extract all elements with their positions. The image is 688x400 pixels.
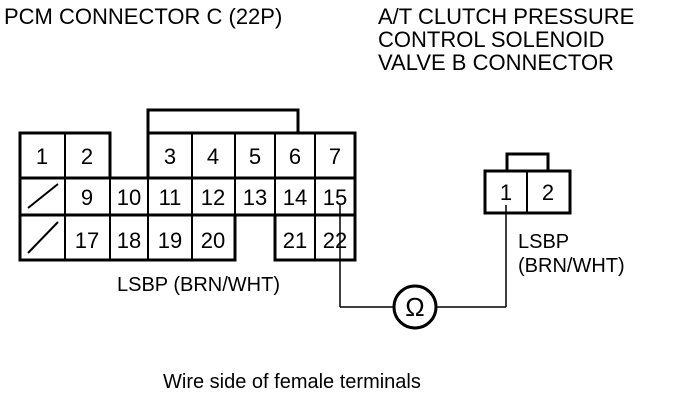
diagram-caption: Wire side of female terminals: [163, 371, 421, 393]
pcm-pin: 15: [323, 185, 347, 210]
pcm-pin: 19: [158, 228, 182, 253]
pcm-pin: 5: [249, 144, 261, 169]
pcm-pin: 3: [164, 144, 176, 169]
probe-wire: [339, 205, 507, 308]
solenoid-wire-label-line-2: (BRN/WHT): [518, 255, 625, 277]
pcm-pin: 12: [201, 185, 225, 210]
solenoid-pins: 1 2: [500, 180, 554, 205]
blank-cavity-16: [27, 221, 59, 254]
pcm-pin: 11: [159, 185, 182, 210]
solenoid-wire-label-line-1: LSBP: [518, 231, 570, 253]
pcm-pin: 4: [207, 144, 219, 169]
pcm-connector-title: PCM CONNECTOR C (22P): [4, 4, 283, 29]
pcm-pin: 7: [329, 144, 341, 169]
pcm-pin: 18: [117, 228, 141, 253]
pcm-pin: 13: [243, 185, 267, 210]
solenoid-connector: [483, 152, 572, 215]
pcm-pin: 10: [117, 185, 141, 210]
pcm-pin: 20: [201, 228, 225, 253]
pcm-pin: 1: [36, 144, 48, 169]
blank-cavity-8: [27, 183, 59, 209]
pcm-pin: 17: [75, 228, 99, 253]
solenoid-title-line-3: VALVE B CONNECTOR: [378, 50, 614, 75]
solenoid-pin: 2: [542, 180, 554, 205]
pcm-pin: 9: [81, 185, 93, 210]
pcm-pin: 6: [289, 144, 301, 169]
solenoid-title-line-2: CONTROL SOLENOID: [378, 27, 605, 52]
pcm-pin: 22: [323, 228, 347, 253]
pcm-pins: 1 2 3 4 5 6 7 9 10 11 12 13 14 15 17 18 …: [36, 144, 347, 253]
pcm-pin: 14: [283, 185, 307, 210]
pcm-pin: 21: [283, 228, 307, 253]
solenoid-title-line-1: A/T CLUTCH PRESSURE: [378, 4, 635, 29]
pcm-wire-label: LSBP (BRN/WHT): [117, 274, 280, 296]
ohm-symbol: Ω: [405, 292, 424, 322]
solenoid-pin: 1: [500, 180, 512, 205]
ohmmeter-icon: Ω: [392, 284, 438, 330]
pcm-pin: 2: [81, 144, 93, 169]
